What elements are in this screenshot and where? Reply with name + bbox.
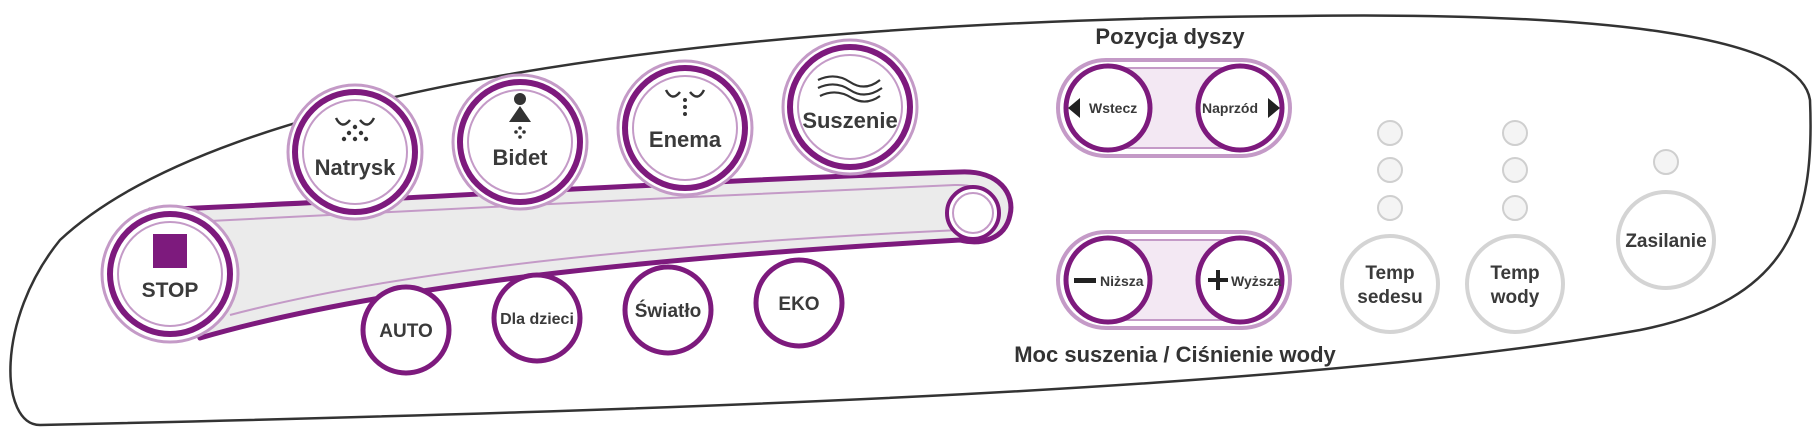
arrow-right-icon — [1268, 98, 1280, 118]
temp-water-line2: wody — [1490, 287, 1540, 308]
power-title: Moc suszenia / Ciśnienie wody — [1014, 342, 1336, 367]
power-lower-button[interactable]: Niższa — [1063, 235, 1153, 325]
temp-water-line1: Temp — [1490, 263, 1539, 284]
stop-button[interactable]: STOP — [100, 204, 240, 344]
power-indicator-led — [1653, 149, 1679, 175]
temp-seat-line1: Temp — [1365, 263, 1414, 284]
swiatlo-label: Światło — [635, 300, 702, 322]
bidet-label: Bidet — [493, 145, 549, 170]
spray-rear-icon — [334, 117, 376, 126]
power-higher-label: Wyższa — [1231, 273, 1282, 289]
eko-label: EKO — [778, 294, 819, 315]
nozzle-forward-label: Naprzód — [1202, 100, 1258, 116]
natrysk-label: Natrysk — [315, 155, 396, 180]
dryer-air-icon — [817, 75, 883, 103]
arrow-left-icon — [1068, 98, 1080, 118]
temp-water-button[interactable]: Temp wody — [1465, 234, 1565, 334]
temp-seat-button[interactable]: Temp sedesu — [1340, 234, 1440, 334]
power-lower-label: Niższa — [1100, 273, 1144, 289]
enema-button[interactable]: Enema — [616, 59, 754, 197]
nozzle-back-button[interactable]: Wstecz — [1063, 63, 1153, 153]
plus-icon — [1208, 270, 1228, 290]
natrysk-button[interactable]: Natrysk — [286, 83, 424, 221]
bidet-button[interactable]: Bidet — [451, 73, 589, 211]
dla-dzieci-label: Dla dzieci — [500, 311, 574, 328]
temp-seat-line2: sedesu — [1357, 287, 1422, 308]
swiatlo-button[interactable]: Światło — [622, 264, 714, 356]
power-switch-label: Zasilanie — [1625, 231, 1706, 252]
slider-knob[interactable] — [945, 185, 1001, 241]
eko-button[interactable]: EKO — [753, 257, 845, 349]
temp-seat-indicators — [1377, 120, 1403, 221]
dla-dzieci-button[interactable]: Dla dzieci — [491, 272, 583, 364]
nozzle-forward-button[interactable]: Naprzód — [1195, 63, 1285, 153]
stop-label: STOP — [142, 279, 199, 302]
power-higher-button[interactable]: Wyższa — [1195, 235, 1285, 325]
nozzle-title: Pozycja dyszy — [1095, 24, 1245, 49]
bidet-person-icon — [509, 93, 531, 139]
temp-water-indicators — [1502, 120, 1528, 221]
power-switch-button[interactable]: Zasilanie — [1616, 190, 1716, 290]
minus-icon — [1074, 278, 1096, 283]
auto-button[interactable]: AUTO — [360, 284, 452, 376]
suszenie-label: Suszenie — [802, 108, 897, 133]
nozzle-back-label: Wstecz — [1089, 100, 1137, 116]
stop-square-icon — [153, 234, 187, 268]
enema-icon — [664, 89, 706, 98]
suszenie-button[interactable]: Suszenie — [781, 38, 919, 176]
auto-label: AUTO — [379, 321, 432, 342]
enema-label: Enema — [649, 127, 722, 152]
